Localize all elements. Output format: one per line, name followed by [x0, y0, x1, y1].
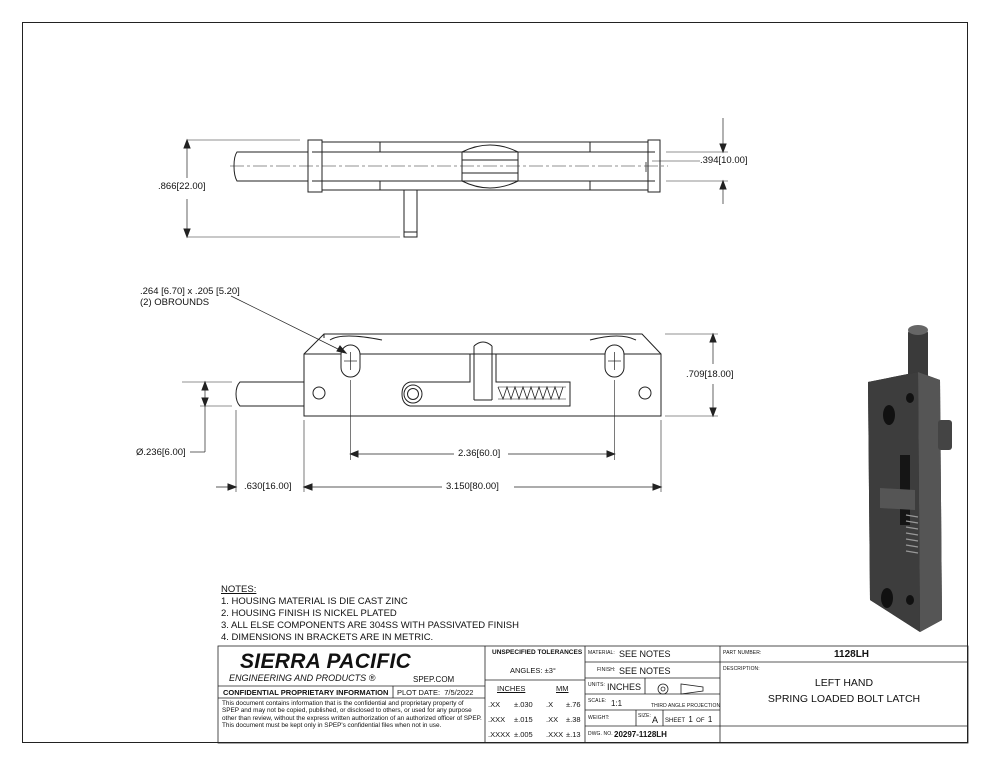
finish-label: FINISH:: [597, 667, 616, 673]
units-label: UNITS:: [588, 682, 605, 688]
tolerance-row: .XXX±.015.XX±.38: [488, 715, 581, 724]
note-item: 3. ALL ELSE COMPONENTS ARE 304SS WITH PA…: [221, 620, 519, 631]
material-value: SEE NOTES: [619, 649, 671, 659]
description-value: LEFT HAND SPRING LOADED BOLT LATCH: [767, 677, 921, 705]
plot-date: PLOT DATE: 7/5/2022: [397, 688, 474, 697]
note-item: 1. HOUSING MATERIAL IS DIE CAST ZINC: [221, 596, 408, 607]
isometric-view: [868, 325, 952, 632]
part-number-label: PART NUMBER:: [723, 650, 762, 656]
inches-header: INCHES: [497, 684, 526, 693]
scale-value: 1:1: [611, 699, 623, 708]
size-label: SIZE:: [638, 713, 652, 719]
material-label: MATERIAL:: [588, 650, 615, 656]
front-height-dim: .709[18.00]: [686, 369, 734, 380]
mm-header: MM: [556, 684, 569, 693]
notes-heading: NOTES:: [221, 584, 257, 595]
drawing-notes: NOTES: 1. HOUSING MATERIAL IS DIE CAST Z…: [221, 584, 519, 644]
company-website: SPEP.COM: [413, 675, 455, 684]
top-thickness-dim: .394[10.00]: [700, 155, 748, 166]
hole-spacing-dim: 2.36[60.0]: [458, 448, 501, 459]
part-number-value: 1128LH: [834, 649, 870, 660]
units-value: INCHES: [607, 682, 642, 692]
size-value: A: [652, 715, 659, 725]
bolt-diameter-dim: Ø.236[6.00]: [136, 447, 186, 458]
description-label: DESCRIPTION:: [723, 666, 760, 672]
bolt-extension-dim: .630[16.00]: [244, 481, 292, 492]
obround-callout: .264 [6.70] x .205 [5.20] (2) OBROUNDS: [140, 286, 240, 308]
company-subtitle: ENGINEERING AND PRODUCTS ®: [229, 673, 376, 683]
tolerances-heading: UNSPECIFIED TOLERANCES: [492, 649, 583, 656]
tolerance-table: .XX±.030.X±.76 .XXX±.015.XX±.38 .XXXX±.0…: [488, 697, 581, 742]
sheet-info: SHEET 1 OF 1: [665, 715, 713, 724]
projection-label: THIRD ANGLE PROJECTION: [651, 703, 721, 709]
dwg-no-label: DWG. NO.: [588, 731, 613, 737]
overall-length-dim: 3.150[80.00]: [446, 481, 499, 492]
company-logo: SIERRA PACIFIC: [240, 650, 412, 673]
drawing-border: [22, 22, 968, 743]
tolerance-row: .XXXX±.005.XXX±.13: [488, 730, 581, 739]
top-view: [183, 118, 728, 239]
finish-value: SEE NOTES: [619, 666, 671, 676]
tolerance-row: .XX±.030.X±.76: [488, 700, 581, 709]
top-height-dim: .866[22.00]: [158, 181, 206, 192]
confidential-text: This document contains information that …: [222, 700, 482, 729]
confidential-heading: CONFIDENTIAL PROPRIETARY INFORMATION: [223, 688, 389, 697]
scale-label: SCALE:: [588, 698, 607, 704]
title-block-grid: [217, 645, 969, 744]
note-item: 4. DIMENSIONS IN BRACKETS ARE IN METRIC.: [221, 632, 434, 643]
angle-tolerance: ANGLES: ±3°: [510, 666, 556, 675]
weight-label: WEIGHT:: [588, 715, 610, 721]
dwg-no-value: 20297-1128LH: [614, 730, 667, 739]
front-view: [182, 295, 718, 492]
note-item: 2. HOUSING FINISH IS NICKEL PLATED: [221, 608, 397, 619]
